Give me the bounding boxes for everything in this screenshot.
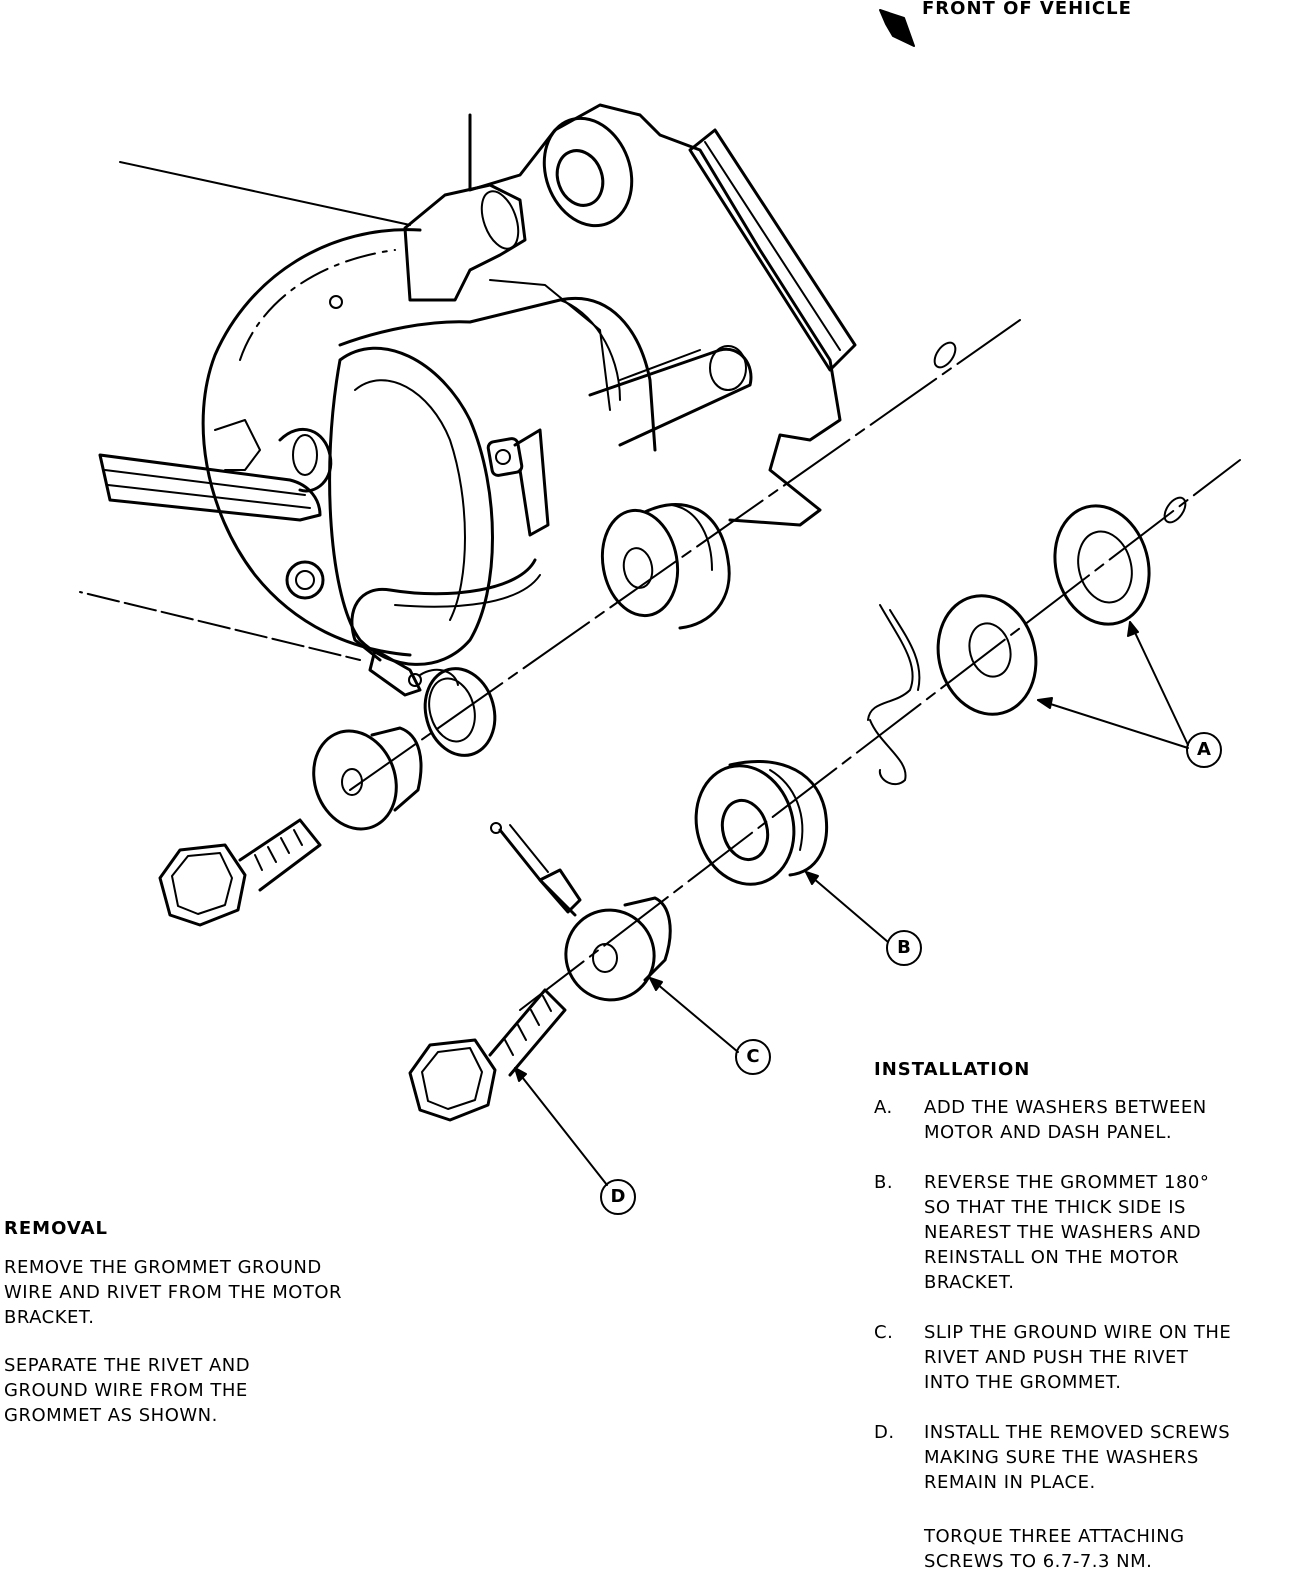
step-letter: A. (874, 1097, 893, 1118)
washer-a-outer (1053, 504, 1151, 626)
upper-washer (423, 667, 497, 757)
removal-line: SEPARATE THE RIVET AND (4, 1355, 251, 1376)
step-letter: B. (874, 1172, 894, 1193)
step-letter: D. (874, 1422, 895, 1443)
removal-line: GROMMET AS SHOWN. (4, 1405, 218, 1426)
removal-section: REMOVAL REMOVE THE GROMMET GROUND WIRE A… (4, 1216, 444, 1428)
front-arrow-icon (879, 9, 915, 47)
step-text: ADD THE WASHERS BETWEEN MOTOR AND DASH P… (924, 1097, 1207, 1143)
removal-line: WIRE AND RIVET FROM THE MOTOR (4, 1282, 343, 1303)
blower-motor-assembly (79, 103, 857, 697)
installation-step-b: B. REVERSE THE GROMMET 180° SO THAT THE … (874, 1170, 1310, 1295)
upper-centerline (349, 319, 1021, 791)
installation-section: INSTALLATION A. ADD THE WASHERS BETWEEN … (874, 1057, 1310, 1572)
installation-step-d: D. INSTALL THE REMOVED SCREWS MAKING SUR… (874, 1420, 1310, 1495)
step-text: SLIP THE GROUND WIRE ON THE RIVET AND PU… (924, 1322, 1232, 1393)
front-of-vehicle-label: FRONT OF VEHICLE (922, 0, 1132, 19)
callout-circles (600, 732, 1222, 1215)
screw-d (408, 988, 567, 1122)
installation-heading: INSTALLATION (874, 1059, 1031, 1080)
removal-heading: REMOVAL (4, 1218, 108, 1239)
torque-note: TORQUE THREE ATTACHING SCREWS TO 6.7-7.3… (924, 1526, 1185, 1572)
callout-leaders (514, 621, 1189, 1186)
removal-line: BRACKET. (4, 1307, 95, 1328)
callout-a: A (1197, 739, 1211, 760)
removal-paragraph-2: SEPARATE THE RIVET AND GROUND WIRE FROM … (4, 1353, 444, 1428)
callout-b: B (897, 937, 911, 958)
step-text: REVERSE THE GROMMET 180° SO THAT THE THI… (924, 1172, 1210, 1293)
installation-step-c: C. SLIP THE GROUND WIRE ON THE RIVET AND… (874, 1320, 1310, 1395)
upper-grommet (600, 503, 731, 630)
dash-panel-edge (867, 604, 921, 786)
removal-paragraph-1: REMOVE THE GROMMET GROUND WIRE AND RIVET… (4, 1255, 444, 1330)
washer-a-inner (936, 594, 1038, 716)
step-text: INSTALL THE REMOVED SCREWS MAKING SURE T… (924, 1422, 1231, 1493)
step-letter: C. (874, 1322, 894, 1343)
grommet-b (694, 759, 828, 886)
installation-step-a: A. ADD THE WASHERS BETWEEN MOTOR AND DAS… (874, 1095, 1310, 1145)
upper-screw (158, 818, 322, 927)
removal-line: GROUND WIRE FROM THE (4, 1380, 248, 1401)
callout-c: C (746, 1046, 760, 1067)
removal-line: REMOVE THE GROMMET GROUND (4, 1257, 322, 1278)
rivet-c (490, 822, 672, 1002)
upper-rivet (312, 726, 423, 831)
callout-d: D (610, 1186, 626, 1207)
